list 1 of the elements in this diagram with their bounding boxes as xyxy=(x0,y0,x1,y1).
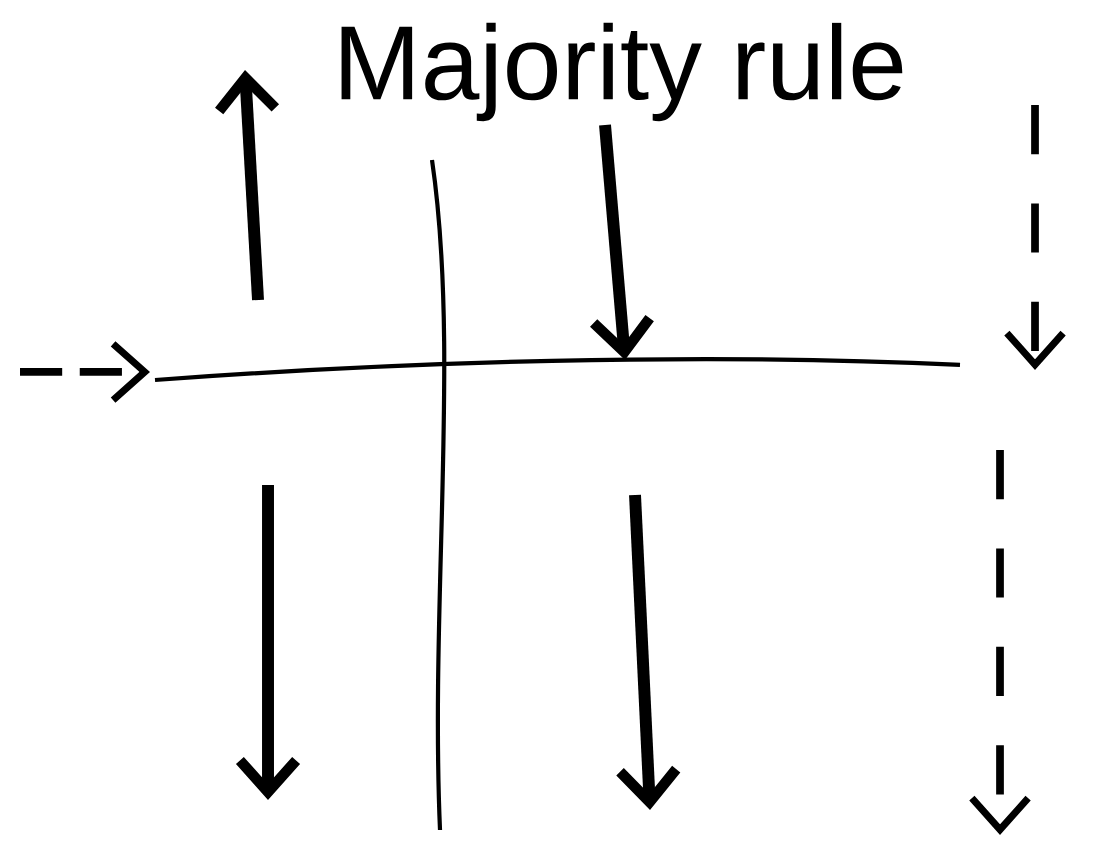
title: Majority rule xyxy=(341,22,903,122)
